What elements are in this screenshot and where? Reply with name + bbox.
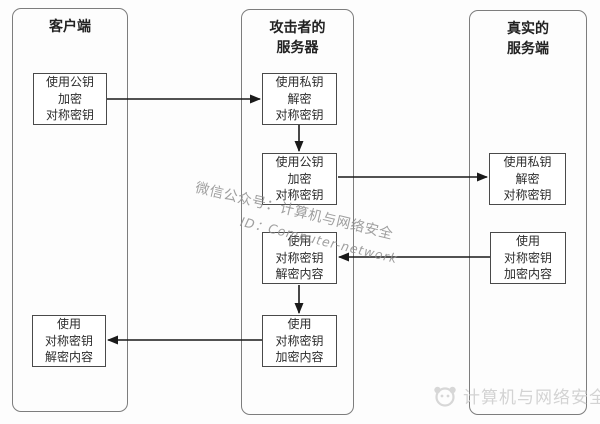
node-line: 解密内容 bbox=[44, 350, 93, 365]
node-line: 加密 bbox=[287, 171, 312, 186]
lane-title-line: 客户端 bbox=[49, 19, 91, 35]
client-symkey-decrypt-node: 使用 对称密钥 解密内容 bbox=[32, 315, 106, 367]
node-line: 对称密钥 bbox=[275, 333, 324, 348]
attacker-lane-title: 攻击者的 服务器 bbox=[242, 18, 353, 58]
node-line: 加密 bbox=[57, 91, 82, 106]
lane-title-line: 真实的 bbox=[507, 21, 549, 37]
client-lane-title: 客户端 bbox=[13, 17, 127, 37]
attacker-private-key-decrypt-node: 使用私钥 解密 对称密钥 bbox=[262, 73, 337, 125]
node-line: 加密内容 bbox=[275, 350, 324, 365]
server-lane-title: 真实的 服务端 bbox=[470, 19, 586, 59]
node-line: 对称密钥 bbox=[44, 333, 93, 348]
brand-watermark: 计算机与网络安全 bbox=[431, 383, 600, 408]
node-line: 使用 bbox=[515, 234, 540, 249]
server-lane: 真实的 服务端 bbox=[469, 10, 587, 415]
lane-title-line: 攻击者的 bbox=[269, 20, 326, 36]
node-line: 使用私钥 bbox=[275, 75, 324, 90]
node-line: 解密 bbox=[515, 171, 540, 186]
server-symkey-encrypt-node: 使用 对称密钥 加密内容 bbox=[490, 232, 566, 284]
lane-title-line: 服务器 bbox=[276, 40, 319, 56]
client-public-key-encrypt-node: 使用公钥 加密 对称密钥 bbox=[33, 73, 107, 125]
node-line: 对称密钥 bbox=[45, 108, 94, 123]
attacker-lane: 攻击者的 服务器 bbox=[241, 9, 354, 415]
attacker-symkey-decrypt-node: 使用 对称密钥 解密内容 bbox=[262, 232, 337, 284]
node-line: 对称密钥 bbox=[275, 108, 324, 123]
node-line: 对称密钥 bbox=[503, 250, 552, 265]
attacker-public-key-encrypt-node: 使用公钥 加密 对称密钥 bbox=[262, 153, 337, 205]
brand-watermark-text: 计算机与网络安全 bbox=[463, 388, 600, 408]
node-line: 使用公钥 bbox=[45, 75, 94, 90]
node-line: 加密内容 bbox=[503, 267, 552, 282]
node-line: 解密内容 bbox=[275, 267, 324, 282]
node-line: 使用公钥 bbox=[275, 155, 324, 170]
lane-title-line: 服务端 bbox=[507, 41, 549, 57]
client-lane: 客户端 bbox=[12, 8, 128, 412]
brand-logo-icon bbox=[434, 386, 456, 407]
attacker-symkey-encrypt-node: 使用 对称密钥 加密内容 bbox=[262, 315, 337, 367]
node-line: 使用 bbox=[56, 317, 81, 332]
node-line: 使用 bbox=[287, 234, 312, 249]
node-line: 使用私钥 bbox=[503, 155, 552, 170]
node-line: 使用 bbox=[287, 317, 312, 332]
node-line: 对称密钥 bbox=[275, 250, 324, 265]
node-line: 对称密钥 bbox=[503, 188, 552, 203]
node-line: 解密 bbox=[287, 91, 312, 106]
server-private-key-decrypt-node: 使用私钥 解密 对称密钥 bbox=[489, 153, 566, 205]
node-line: 对称密钥 bbox=[275, 188, 324, 203]
